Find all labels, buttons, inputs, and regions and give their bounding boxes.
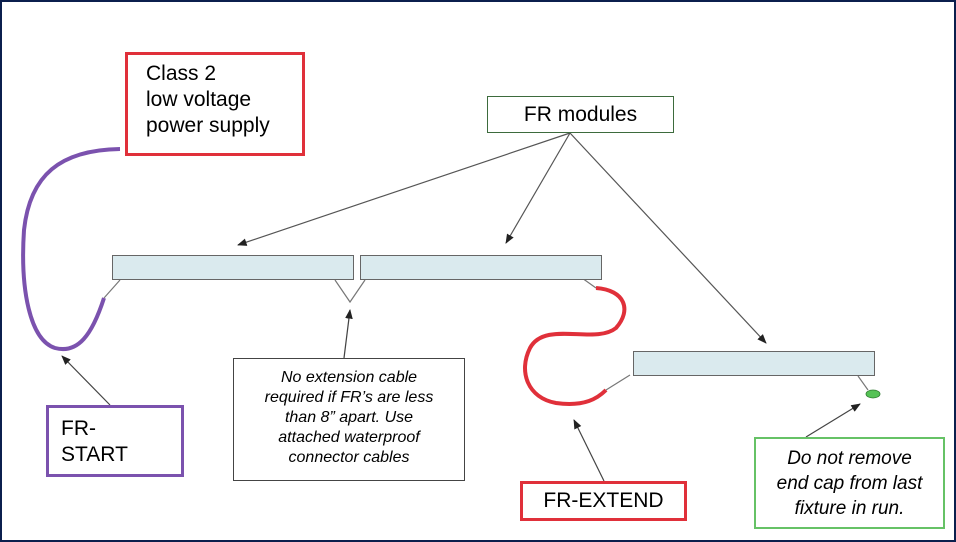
end-cap-note: Do not remove end cap from last fixture … — [754, 437, 945, 529]
arrow-fr-extend — [573, 419, 605, 482]
extension-cable-note: No extension cable required if FR’s are … — [233, 358, 465, 481]
end-cap-note-line-1: Do not remove — [787, 448, 912, 469]
arrow-modules-to-fixture-1 — [237, 132, 571, 246]
end-cap-note-line-3: fixture in run. — [794, 498, 905, 519]
power-supply-line-1: Class 2 — [146, 62, 217, 85]
fixture-1-lead — [103, 279, 121, 299]
extension-note-line-3: than 8” apart. Use — [284, 409, 414, 426]
arrow-end-cap-note — [805, 403, 861, 438]
extension-note-line-1: No extension cable — [280, 369, 418, 386]
fr-module-fixture-2 — [360, 255, 602, 280]
fr-module-fixture-3 — [633, 351, 875, 376]
waterproof-connector — [334, 279, 366, 304]
power-supply-line-2: low voltage — [146, 88, 252, 111]
end-cap-lead — [857, 375, 869, 391]
arrow-fr-start — [61, 355, 111, 406]
fr-modules-label: FR modules — [487, 96, 674, 133]
fr-start-label: FR- START — [46, 405, 184, 477]
extension-note-line-4: attached waterproof — [278, 429, 420, 446]
fixture-3-lead — [605, 374, 631, 391]
fr-start-line-1: FR- — [61, 417, 96, 440]
fr-extend-cable — [523, 286, 627, 406]
arrow-extension-note — [343, 309, 353, 359]
power-supply-line-3: power supply — [146, 114, 270, 137]
arrow-modules-to-fixture-3 — [569, 132, 767, 344]
fr-start-line-2: START — [61, 443, 128, 466]
fr-extend-text: FR-EXTEND — [543, 489, 664, 512]
end-cap — [865, 389, 881, 399]
end-cap-note-line-2: end cap from last — [776, 473, 923, 494]
fr-modules-text: FR modules — [523, 103, 638, 126]
fr-module-fixture-1 — [112, 255, 354, 280]
extension-note-line-5: connector cables — [288, 449, 410, 466]
power-supply-label: Class 2 low voltage power supply — [125, 52, 305, 156]
fr-start-cable — [21, 147, 121, 352]
fr-extend-label: FR-EXTEND — [520, 481, 687, 521]
extension-note-line-2: required if FR’s are less — [264, 389, 434, 406]
arrow-modules-to-fixture-2 — [505, 132, 571, 244]
